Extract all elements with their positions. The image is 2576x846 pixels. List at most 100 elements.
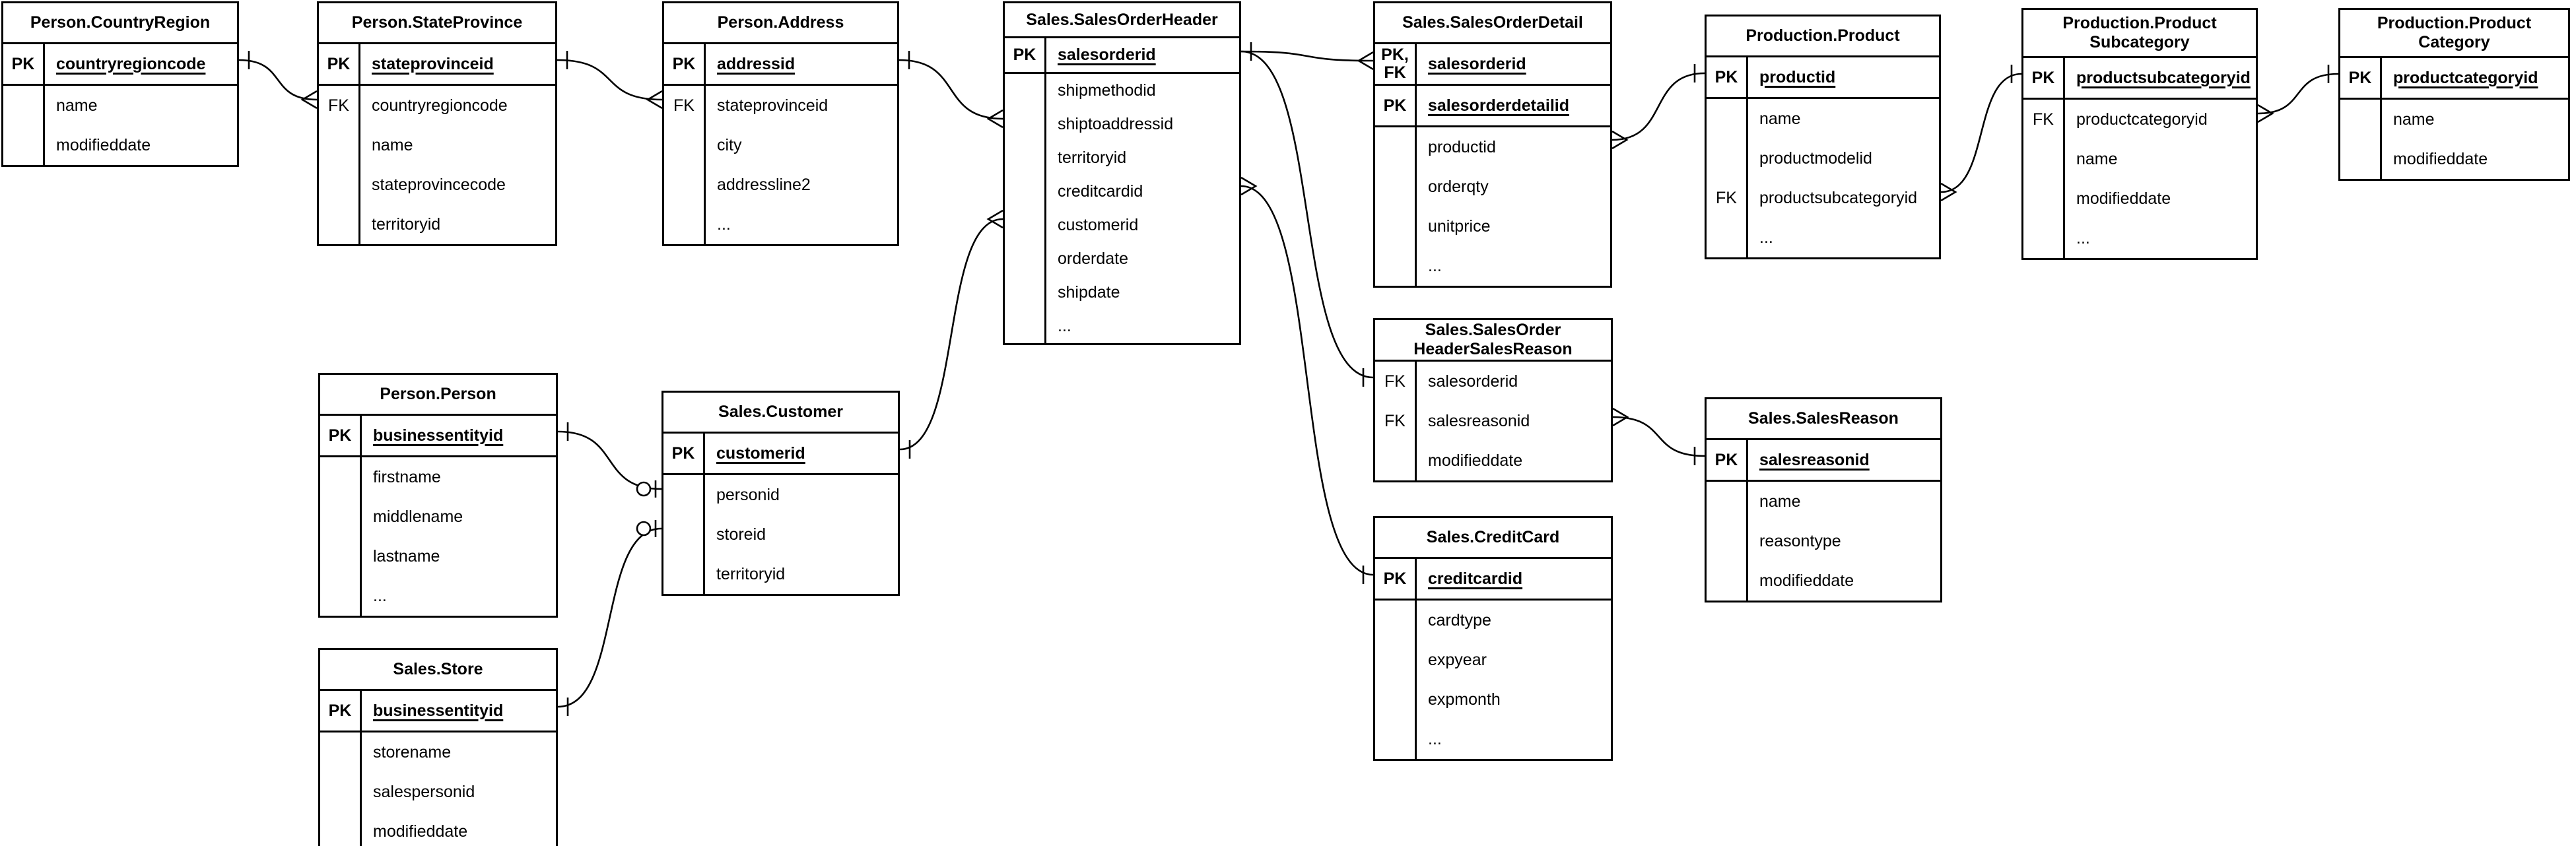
table-row: modifieddate xyxy=(2340,139,2568,179)
table-title: Sales.Store xyxy=(320,650,556,691)
table-row: salespersonid xyxy=(320,772,556,812)
column-name: orderdate xyxy=(1058,249,1129,268)
key-badge xyxy=(2340,139,2382,179)
table-row: city xyxy=(664,125,897,165)
relationship-salesorderdetail-product[interactable] xyxy=(1611,72,1705,141)
relationship-countryregion-stateprovince[interactable] xyxy=(238,59,318,101)
key-badge xyxy=(2023,218,2065,258)
relationship-store-customer[interactable] xyxy=(557,527,662,708)
key-badge xyxy=(1707,218,1748,257)
column-name: productsubcategoryid xyxy=(1759,188,1918,207)
column-name: modifieddate xyxy=(1428,451,1523,470)
key-badge xyxy=(1375,127,1417,167)
table-row: shipmethodid xyxy=(1005,74,1239,108)
key-badge xyxy=(1707,482,1748,521)
column-name: name xyxy=(372,135,413,154)
table-row: ... xyxy=(1005,309,1239,343)
relationship-salesorderheader-creditcard[interactable] xyxy=(1240,185,1374,576)
key-badge xyxy=(320,457,362,497)
column-name: ... xyxy=(1428,256,1442,275)
key-badge xyxy=(664,125,706,165)
relationship-customer-salesorderheader[interactable] xyxy=(899,218,1003,451)
column-name: productid xyxy=(1759,67,1836,86)
table-row: name xyxy=(1707,482,1940,521)
relationship-address-salesorderheader[interactable] xyxy=(898,59,1003,120)
column-name: customerid xyxy=(1058,216,1139,234)
column-name: ... xyxy=(1428,729,1442,748)
relationship-product-productsubcategory[interactable] xyxy=(1940,73,2022,193)
key-badge xyxy=(1707,561,1748,601)
key-badge xyxy=(663,515,705,554)
cardinality-marker-many xyxy=(986,209,1003,229)
table-row: ... xyxy=(664,205,897,244)
table-row: storename xyxy=(320,732,556,772)
table-row: name xyxy=(2023,139,2256,179)
table-title: Person.CountryRegion xyxy=(3,3,237,44)
relationship-person-customer[interactable] xyxy=(557,430,662,490)
column-name: salesorderdetailid xyxy=(1428,96,1569,115)
relationship-salesorderheader-salesorderdetail[interactable] xyxy=(1240,50,1374,62)
column-name: ... xyxy=(2076,228,2090,247)
column-name: countryregioncode xyxy=(372,96,508,115)
relationship-stateprovince-address[interactable] xyxy=(557,59,663,101)
cardinality-marker-many xyxy=(2257,104,2274,123)
column-name: modifieddate xyxy=(2393,149,2488,168)
table-title: Sales.CreditCard xyxy=(1375,518,1611,559)
cardinality-marker-many xyxy=(1611,130,1629,150)
column-name: businessentityid xyxy=(373,701,504,720)
table-row: customerid xyxy=(1005,209,1239,242)
relationship-productsubcategory-productcategory[interactable] xyxy=(2257,73,2339,115)
column-name: ... xyxy=(1759,228,1773,247)
cardinality-marker-many xyxy=(1940,182,1957,202)
table-row: ... xyxy=(2023,218,2256,258)
relationship-salesorderheader-headersalesreason[interactable] xyxy=(1240,50,1374,379)
column-name: countryregioncode xyxy=(56,54,206,73)
key-badge xyxy=(319,125,360,165)
column-name: unitprice xyxy=(1428,216,1491,236)
key-badge xyxy=(1375,246,1417,286)
key-badge xyxy=(1375,441,1417,480)
table-row: ... xyxy=(320,576,556,616)
table-row: productmodelid xyxy=(1707,139,1939,178)
column-name: ... xyxy=(717,214,731,234)
relationship-headersalesreason-salesreason[interactable] xyxy=(1612,416,1705,457)
column-name: addressid xyxy=(717,54,796,73)
key-badge: PK xyxy=(1707,57,1748,97)
cardinality-marker-many xyxy=(1240,176,1258,196)
key-badge xyxy=(1375,601,1417,640)
key-badge: PK xyxy=(1005,38,1046,72)
table-title: Person.Address xyxy=(664,3,897,44)
table-row: ... xyxy=(1375,246,1610,286)
